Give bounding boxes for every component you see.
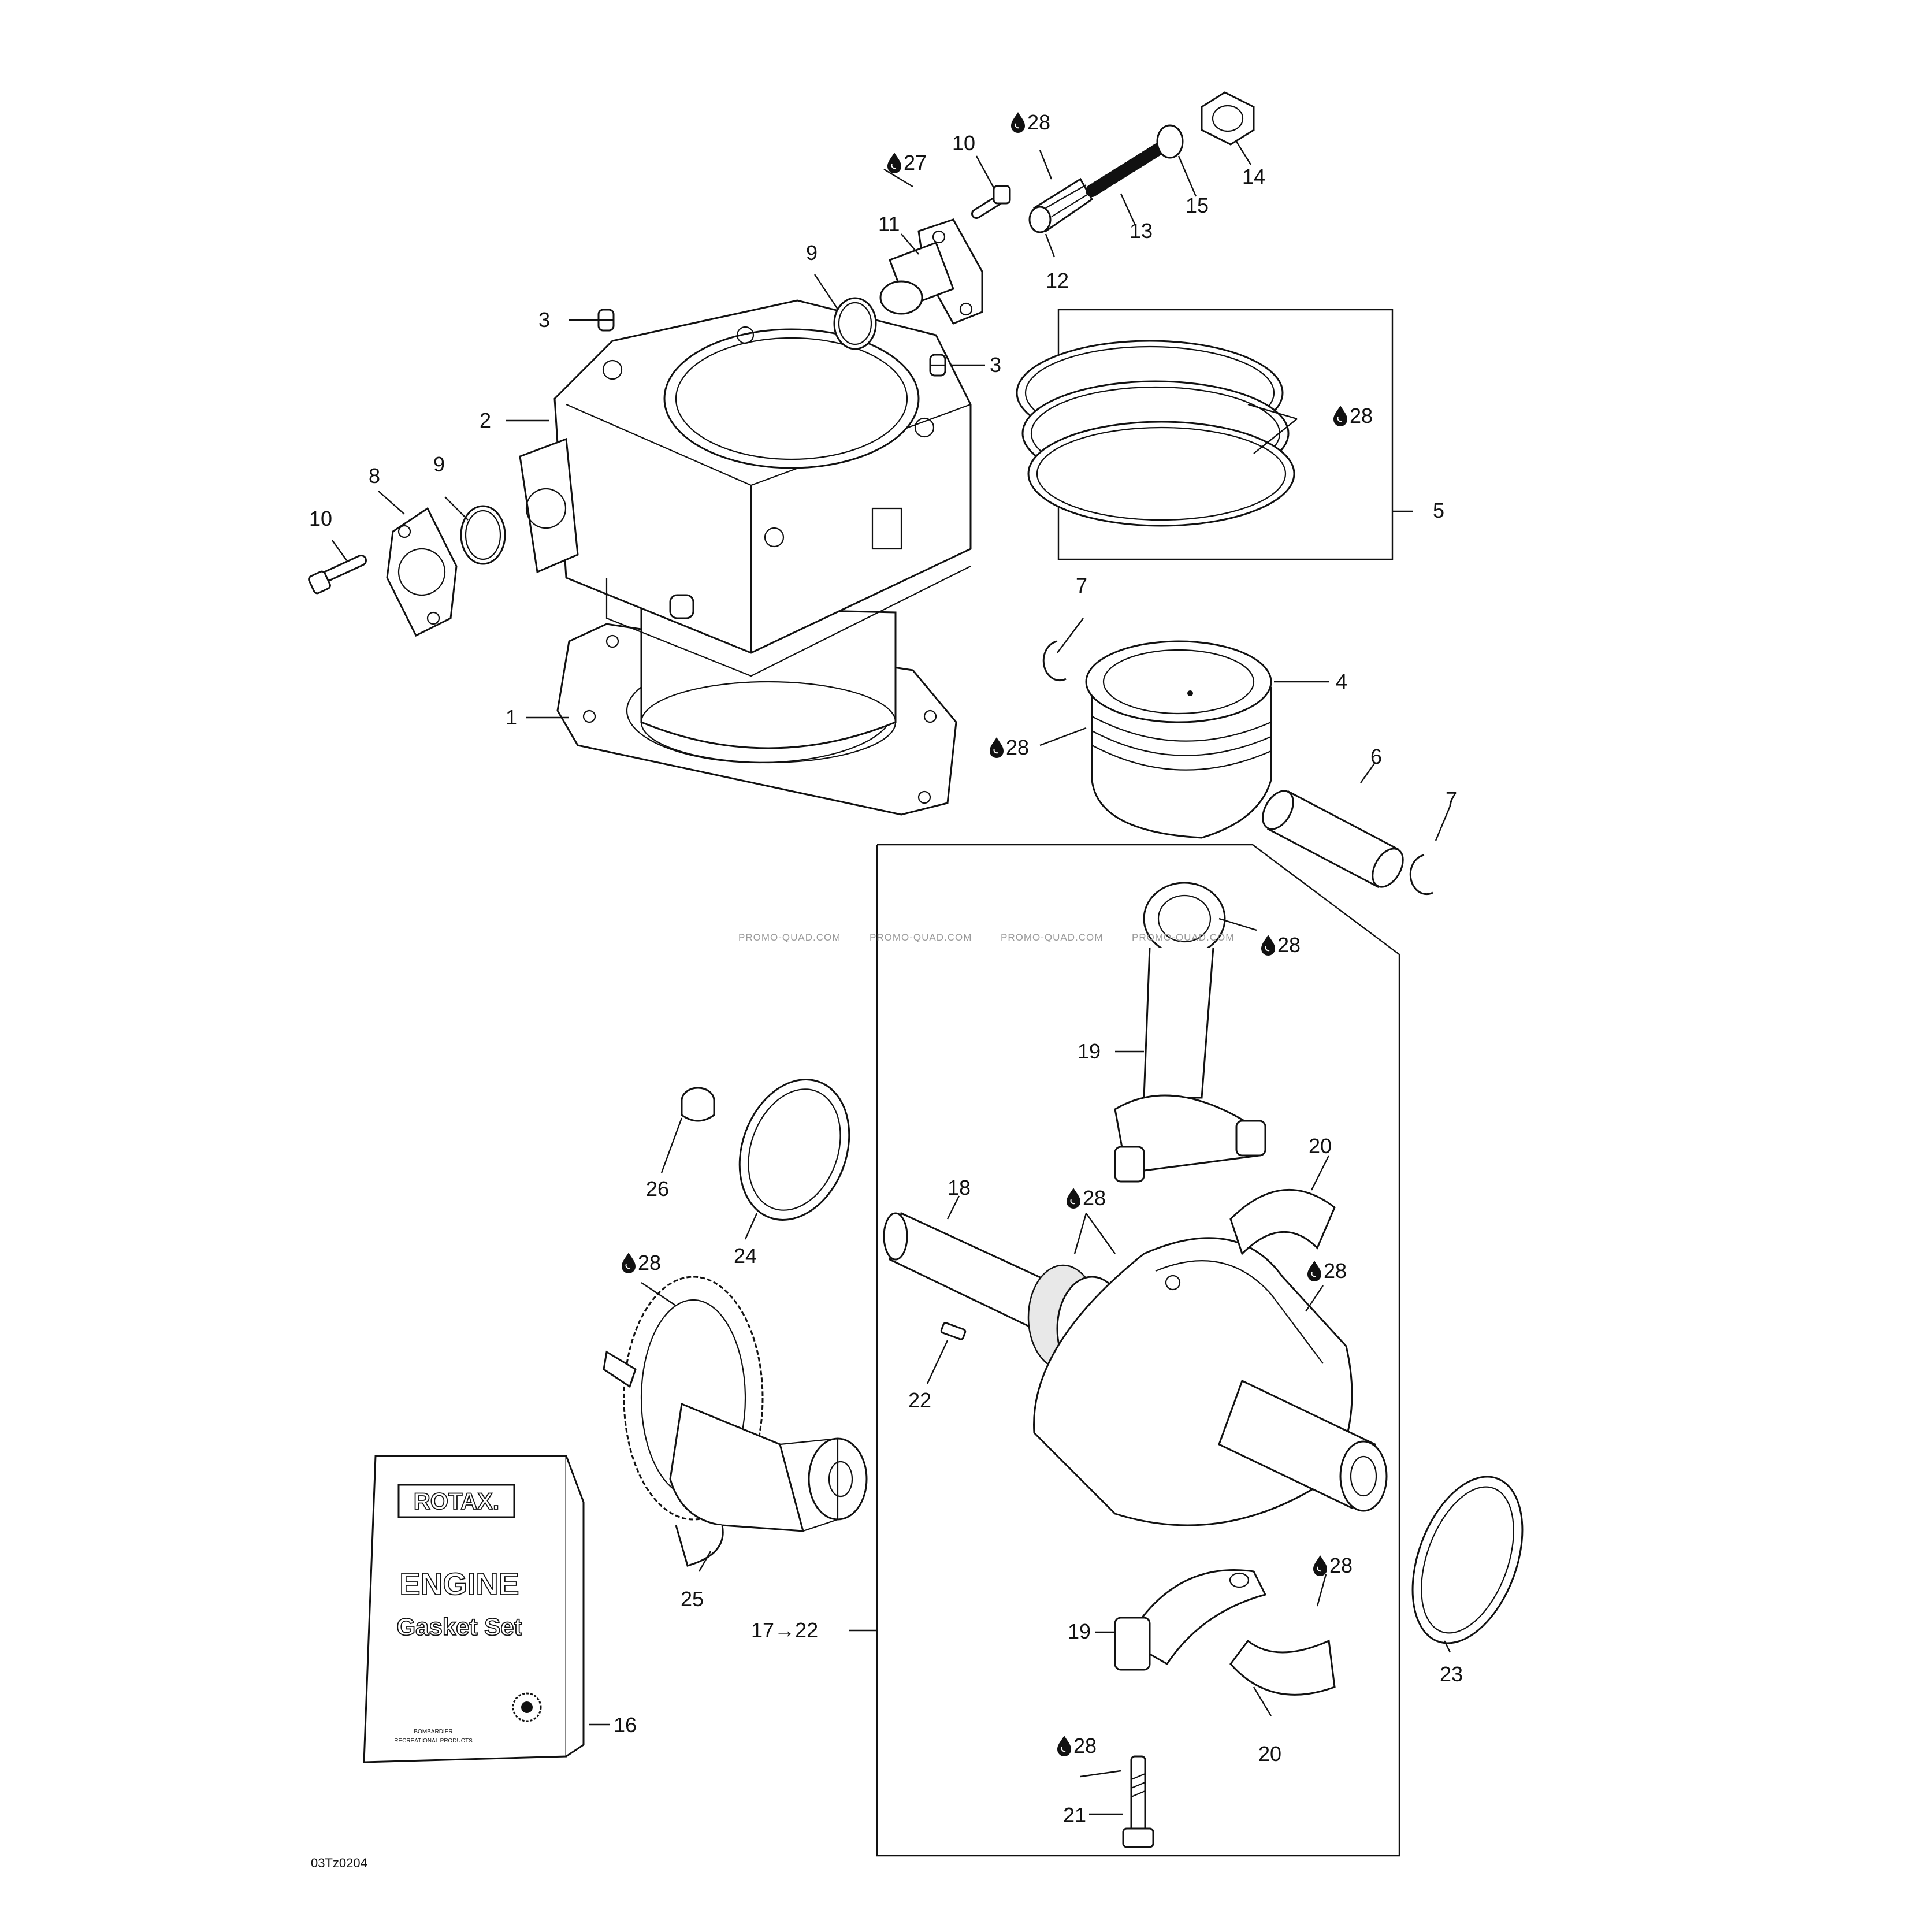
callout-26: 26 [646, 1177, 669, 1201]
lube-28-c: 28 [1006, 735, 1029, 759]
sealing-ring [1156, 124, 1184, 159]
o-ring-upper [833, 297, 877, 350]
watermark-text: PROMO-QUAD.COM [1001, 932, 1103, 943]
leader-lines [332, 141, 1451, 1815]
crankshaft [883, 1212, 1388, 1526]
thrust-washer-left [738, 1079, 850, 1221]
watermark-text: PROMO-QUAD.COM [870, 932, 972, 943]
callout-20-lower: 20 [1258, 1742, 1281, 1766]
oil-drop-icon [1261, 934, 1276, 956]
lube-28-i: 28 [1073, 1734, 1097, 1758]
oil-drop-icon [1010, 112, 1026, 133]
callout-1: 1 [506, 705, 517, 729]
callout-3-upper: 3 [538, 308, 550, 332]
woodruff-key [940, 1322, 967, 1340]
oil-drop-icon [989, 737, 1004, 759]
tensioner-plunger [1028, 177, 1093, 233]
bearing-upper [1229, 1189, 1336, 1255]
watermark-text: PROMO-QUAD.COM [1132, 932, 1234, 943]
callout-6: 6 [1370, 745, 1382, 768]
callout-24: 24 [734, 1244, 757, 1268]
dowel-pin-upper [597, 309, 615, 332]
oil-drop-icon [1307, 1260, 1322, 1282]
thrust-washer-right [1411, 1476, 1524, 1644]
gasket-set-booklet: ROTAX. ENGINE Gasket Set BOMBARDIER RECR… [363, 1455, 585, 1763]
callout-20-upper: 20 [1309, 1134, 1332, 1158]
small-plug [681, 1087, 715, 1122]
piston [1085, 640, 1272, 839]
callout-14: 14 [1242, 165, 1265, 188]
connecting-rod [1114, 882, 1266, 1183]
callout-9-left: 9 [433, 452, 445, 476]
booklet-subtitle: Gasket Set [396, 1613, 522, 1640]
plug-screw [1201, 91, 1255, 146]
oil-drop-icon [1057, 1735, 1072, 1757]
oil-drop-icon [1066, 1187, 1081, 1209]
callout-21: 21 [1063, 1803, 1086, 1827]
watermark: PROMO-QUAD.COM PROMO-QUAD.COM PROMO-QUAD… [738, 932, 1234, 943]
circlip-lower [1409, 854, 1433, 896]
callout-19-upper: 19 [1078, 1039, 1101, 1063]
callout-3-lower: 3 [990, 353, 1001, 377]
callout-7-upper: 7 [1076, 574, 1087, 597]
booklet-brand: ROTAX. [414, 1489, 499, 1514]
booklet-maker-line2: RECREATIONAL PRODUCTS [394, 1738, 473, 1744]
lube-28-h: 28 [1329, 1554, 1353, 1577]
callout-18: 18 [948, 1176, 971, 1199]
lube-28-f: 28 [1324, 1259, 1347, 1283]
oil-drop-icon [887, 152, 902, 174]
lube-28-d: 28 [1277, 933, 1301, 957]
figure-id: 03Tz0204 [311, 1856, 367, 1870]
rod-bolt [1122, 1755, 1154, 1848]
crankshaft-group-box [876, 844, 1400, 1857]
callout-11: 11 [878, 212, 900, 236]
lubricant-callouts: 27 28 28 28 28 28 28 28 28 28 [621, 110, 1373, 1758]
callout-7-lower: 7 [1446, 787, 1457, 811]
callout-17-22: 17→22 [751, 1618, 818, 1642]
tensioner-spring [1086, 141, 1168, 197]
lube-28-b: 28 [1350, 404, 1373, 428]
oil-drop-icon [1333, 405, 1348, 427]
callout-2: 2 [480, 408, 491, 432]
tensioner-housing [879, 218, 983, 325]
callout-16: 16 [614, 1713, 637, 1737]
circlip-upper [1042, 640, 1067, 682]
callout-4: 4 [1336, 670, 1347, 693]
callout-22: 22 [908, 1388, 931, 1412]
screw-upper [971, 185, 1011, 219]
dowel-pin-lower [929, 354, 946, 377]
oil-drop-icon [1313, 1555, 1328, 1577]
o-ring-left [460, 505, 506, 565]
callout-10-upper: 10 [952, 131, 975, 155]
callout-13: 13 [1130, 219, 1153, 243]
cylinder [519, 299, 972, 764]
piston-rings [1016, 340, 1295, 527]
lube-27: 27 [904, 151, 927, 174]
flange-left [386, 507, 458, 637]
callout-labels: 1 2 3 3 4 5 6 7 7 8 9 9 10 10 11 12 13 1… [309, 131, 1463, 1827]
booklet-title: ENGINE [399, 1567, 519, 1602]
callout-15: 15 [1186, 194, 1209, 217]
callout-19-lower: 19 [1068, 1619, 1091, 1643]
callout-9-upper: 9 [806, 241, 818, 265]
callout-12: 12 [1046, 269, 1069, 292]
balancer-shaft [603, 1276, 868, 1567]
callout-23: 23 [1440, 1662, 1463, 1686]
screw-left [308, 555, 367, 595]
booklet-maker-line1: BOMBARDIER [414, 1729, 452, 1735]
oil-drop-icon [621, 1252, 636, 1274]
callout-5: 5 [1433, 499, 1444, 522]
callout-10-left: 10 [309, 507, 332, 530]
callout-8: 8 [369, 464, 380, 488]
lube-28-a: 28 [1027, 110, 1050, 134]
piston-pin [1262, 790, 1404, 889]
callout-25: 25 [681, 1587, 704, 1611]
lube-28-e: 28 [1083, 1186, 1106, 1210]
lube-28-g: 28 [638, 1251, 661, 1275]
watermark-text: PROMO-QUAD.COM [738, 932, 841, 943]
rod-cap [1114, 1569, 1267, 1671]
bearing-lower [1229, 1639, 1336, 1696]
